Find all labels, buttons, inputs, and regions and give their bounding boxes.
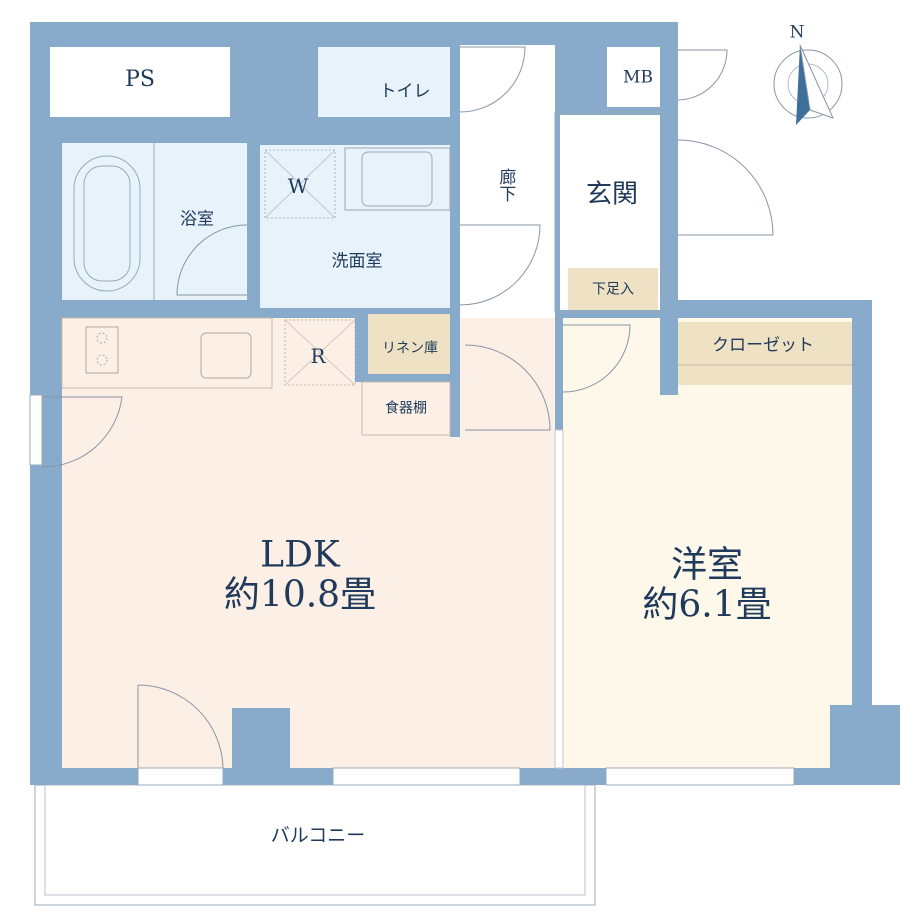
linen-storage	[368, 314, 450, 374]
cupboard-label: 食器棚	[385, 400, 427, 417]
toilet-label: トイレ	[379, 81, 431, 102]
ps-room	[50, 47, 230, 117]
mb-label: MB	[623, 67, 653, 88]
closet-storage	[678, 322, 852, 385]
closet-label: クローゼット	[712, 335, 814, 356]
washroom-label: 洗面室	[331, 251, 383, 272]
western-room-size: 約6.1畳	[642, 584, 772, 625]
western-room	[563, 318, 852, 768]
fridge-label: R	[310, 344, 326, 368]
shoe-storage	[568, 268, 658, 310]
north-compass-icon	[773, 44, 843, 125]
compass-north-label: N	[789, 22, 805, 43]
ldk-label: LDK 約10.8畳	[224, 535, 376, 614]
ldk-room	[62, 318, 555, 768]
cupboard	[361, 381, 451, 436]
bathroom-label: 浴室	[180, 209, 214, 230]
shoe-storage-label: 下足入	[592, 281, 634, 298]
entrance-label: 玄関	[585, 179, 639, 210]
hallway-label: 廊下	[495, 168, 516, 202]
washroom-room	[260, 145, 450, 308]
ldk-size: 約10.8畳	[223, 574, 377, 615]
western-room-name: 洋室	[670, 544, 744, 586]
ps-label: PS	[125, 66, 155, 92]
western-room-label: 洋室 約6.1畳	[642, 545, 771, 624]
toilet-room	[318, 47, 450, 117]
washer-label: W	[287, 174, 309, 198]
ldk-name: LDK	[260, 534, 340, 576]
balcony-label: バルコニー	[270, 824, 366, 847]
balcony-area	[34, 784, 596, 906]
mb-room	[607, 47, 660, 107]
linen-label: リネン庫	[382, 340, 438, 357]
